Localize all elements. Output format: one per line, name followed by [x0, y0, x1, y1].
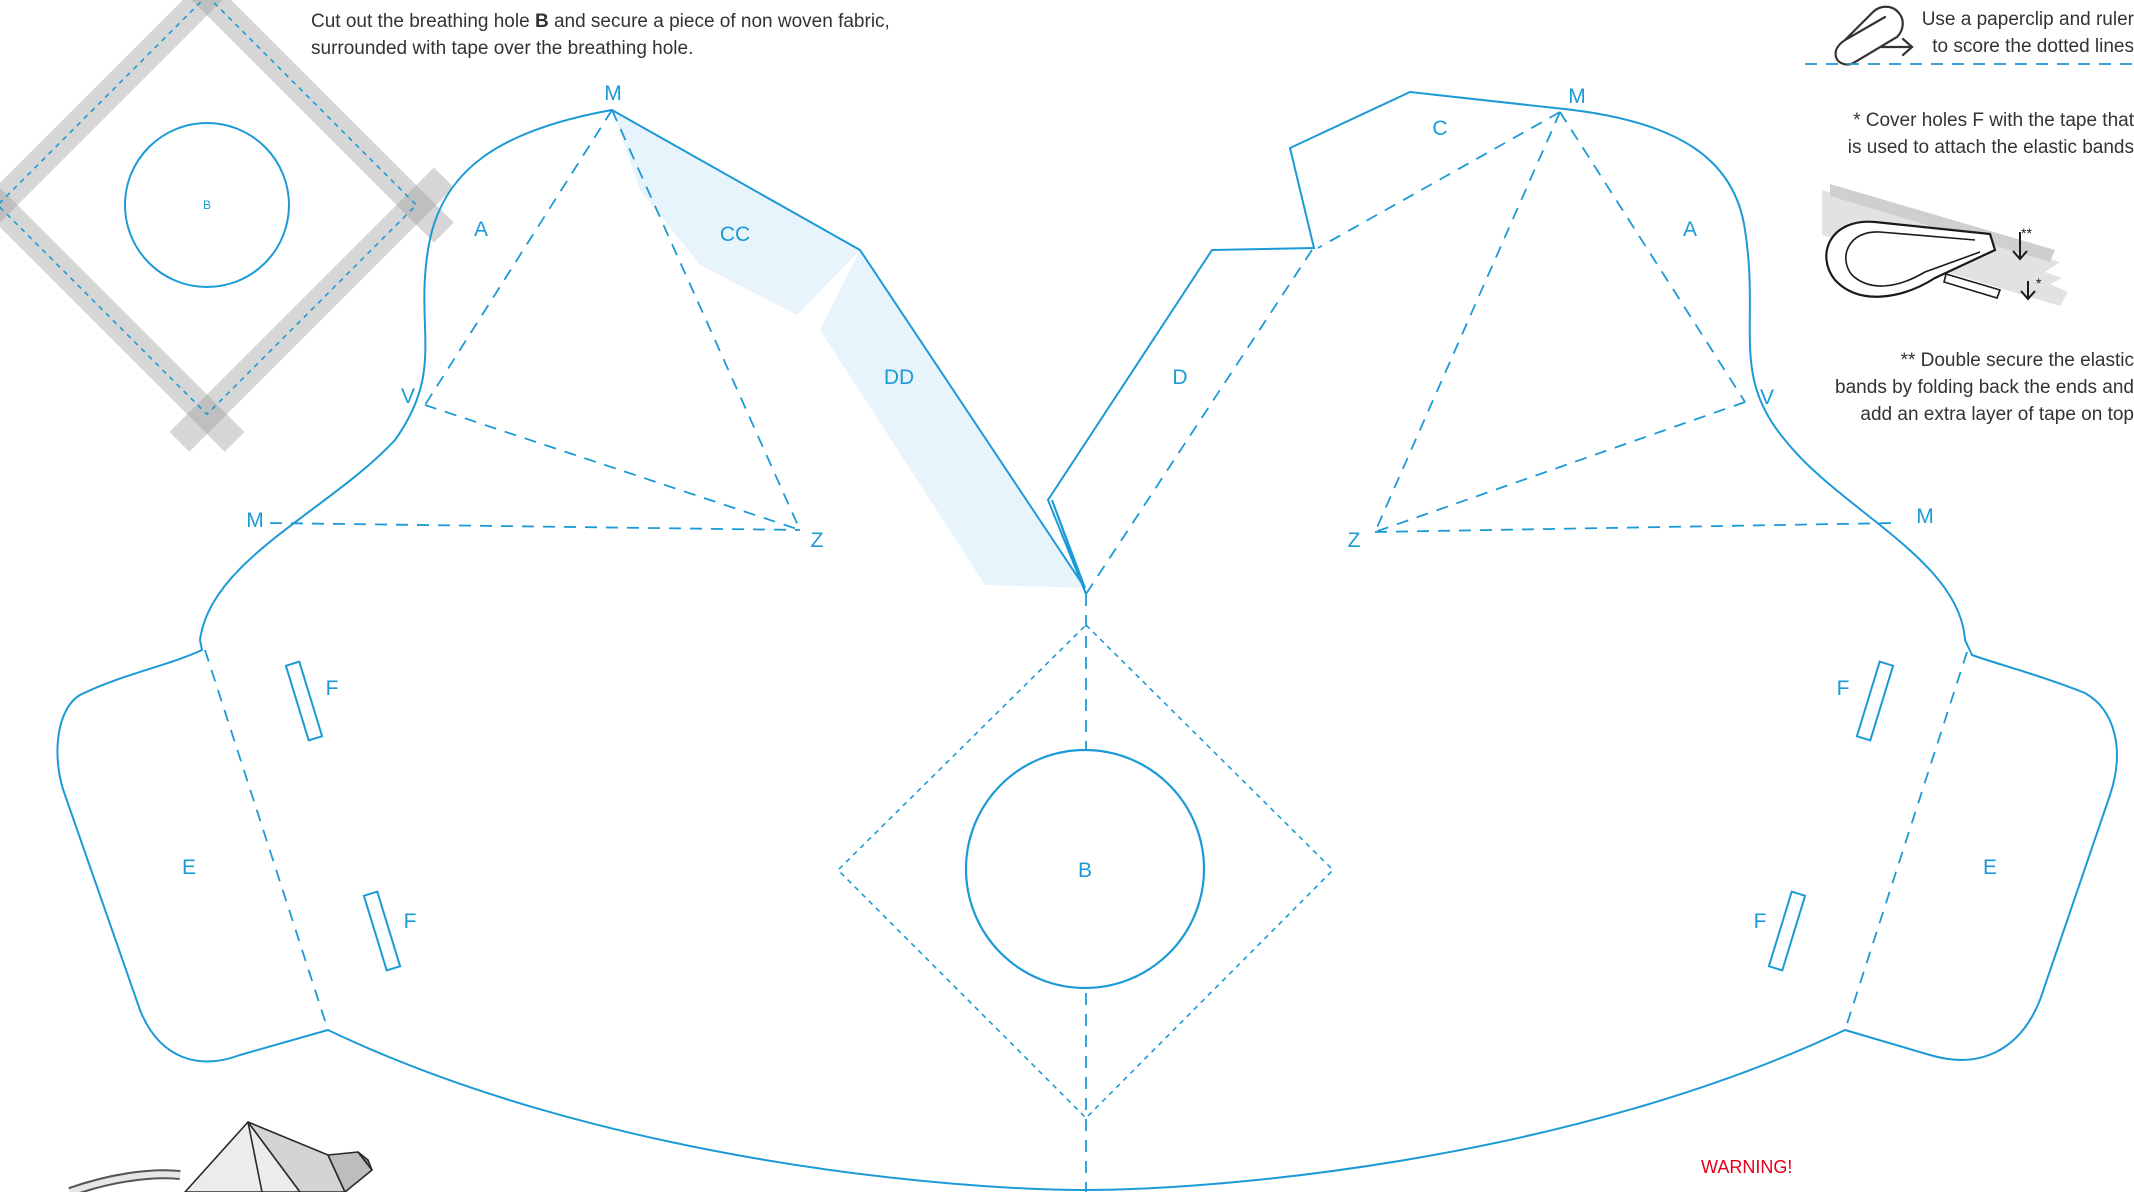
label-f: F [1754, 910, 1767, 933]
label-cc: CC [720, 223, 750, 246]
elastic-band-icon: ** * [1822, 184, 2068, 306]
score-text: to score the dotted lines [1932, 36, 2134, 57]
label-f: F [326, 677, 339, 700]
glue-flap-cc [612, 110, 860, 315]
instruction-text: Cut out the breathing hole [311, 11, 535, 32]
mask-sketch-icon [68, 1121, 373, 1192]
marker-single: * [2036, 275, 2042, 291]
slot-f [284, 660, 324, 742]
fold-square [0, 0, 418, 416]
breathing-hole-b [964, 748, 1206, 990]
tape-strip [169, 0, 454, 243]
label-d: D [1172, 366, 1187, 389]
double-text: ** Double secure the elastic [1900, 350, 2134, 371]
instruction-text: surrounded with tape over the breathing … [311, 38, 694, 59]
slot-f [1767, 890, 1807, 972]
label-e: E [1983, 856, 1997, 879]
label-m: M [1916, 505, 1934, 528]
breathing-hole-label: B [203, 198, 211, 212]
cover-text: is used to attach the elastic bands [1847, 137, 2134, 158]
label-e: E [182, 856, 196, 879]
label-dd: DD [884, 366, 914, 389]
cover-text: * Cover holes F with the tape that [1853, 110, 2134, 131]
center-breathing-area: B [836, 594, 1335, 1192]
elastic-slots [284, 660, 1895, 972]
label-m: M [604, 82, 622, 105]
label-b: B [1078, 859, 1092, 882]
label-a: A [474, 218, 488, 241]
tape-strip [0, 0, 245, 243]
label-v: V [401, 385, 415, 408]
paperclip-icon [1834, 5, 1904, 66]
mask-outline [56, 90, 2118, 1192]
label-a: A [1683, 218, 1697, 241]
cover-holes-instruction: * Cover holes F with the tape that is us… [1714, 107, 2134, 161]
breathing-hole-circle [124, 122, 290, 288]
fold-diamond [836, 623, 1335, 1120]
slot-f [362, 890, 402, 972]
label-v: V [1760, 386, 1774, 409]
double-text: bands by folding back the ends and [1835, 377, 2134, 398]
score-text: Use a paperclip and ruler [1921, 9, 2134, 30]
fold-lines-left [204, 109, 801, 1031]
label-c: C [1432, 117, 1447, 140]
slot-f [1855, 660, 1895, 742]
arrow-right-icon [1879, 37, 1914, 57]
label-z: Z [1348, 529, 1361, 552]
breathing-hole-instruction: Cut out the breathing hole B and secure … [311, 8, 951, 62]
warning-heading: WARNING! [1701, 1157, 1793, 1177]
double-secure-instruction: ** Double secure the elastic bands by fo… [1714, 347, 2134, 428]
marker-double: ** [2021, 225, 2032, 241]
label-f: F [1837, 677, 1850, 700]
fold-lines-right [1085, 111, 1968, 1031]
label-z: Z [811, 529, 824, 552]
label-m: M [246, 509, 264, 532]
label-m: M [1568, 85, 1586, 108]
instruction-bold-b: B [534, 11, 549, 32]
instruction-text: and secure a piece of non woven fabric, [548, 11, 890, 32]
glue-flap-dd [820, 250, 1085, 588]
double-text: add an extra layer of tape on top [1860, 404, 2134, 425]
breathing-hole-detail: B [0, 0, 454, 452]
score-instruction: Use a paperclip and ruler to score the d… [1814, 6, 2134, 60]
label-f: F [404, 910, 417, 933]
